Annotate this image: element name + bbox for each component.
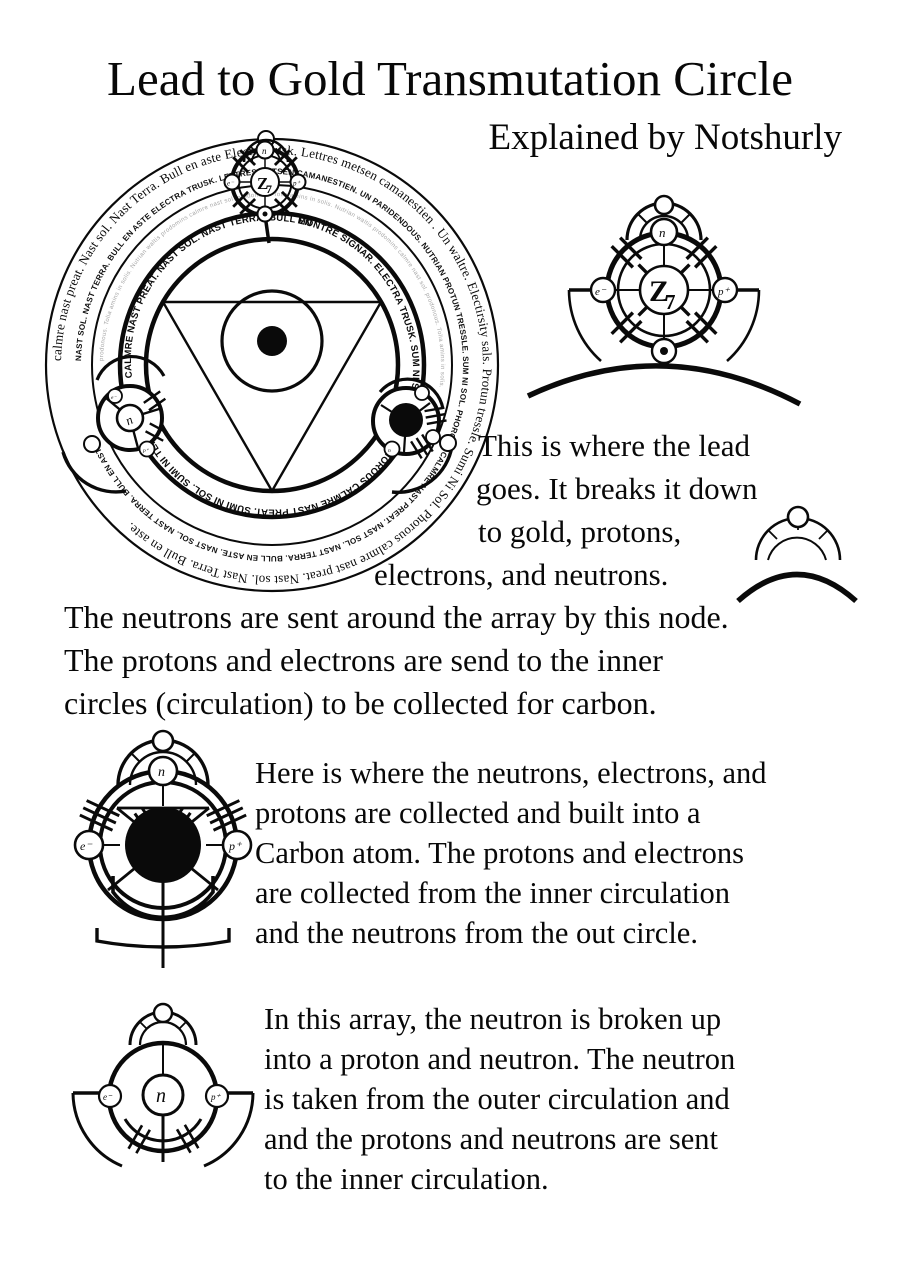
caption-splitter-node: In this array, the neutron is broken up …: [264, 999, 735, 1199]
br-port-1: [414, 385, 430, 401]
electron-label: e⁻: [227, 180, 235, 188]
crown-circle: [152, 1002, 174, 1024]
electron-label: e⁻: [80, 839, 93, 853]
paragraph-line: The neutrons are sent around the array b…: [64, 599, 729, 635]
proton-port: [204, 1083, 230, 1109]
electron-port: [73, 829, 105, 861]
splitter-core: [141, 1073, 185, 1117]
neutron-port: [147, 755, 179, 787]
bl-node-fan-icon: [95, 354, 166, 381]
paragraph-line: and the neutrons from the out circle.: [255, 916, 698, 950]
br-node-fan-icon: [378, 377, 445, 410]
bl-node-core: [115, 403, 145, 433]
central-dot: [257, 326, 287, 356]
paragraph-line: In this array, the neutron is broken up: [264, 1002, 722, 1036]
outer-circulation-arc: [526, 363, 802, 407]
central-circle: [220, 289, 324, 393]
paragraph-line: Carbon atom. The protons and electrons: [255, 836, 745, 870]
neutron-port: [255, 140, 275, 160]
inner-bracket: [111, 876, 215, 920]
z-glyph: Z: [649, 275, 669, 308]
caption-carbon-node: Here is where the neutrons, electrons, a…: [255, 753, 767, 953]
band-text-bottom: PHOROUS CALMRE NAST PREAT. SUMI NI SOL. …: [137, 421, 398, 518]
bl-ring-connector: [83, 435, 101, 453]
left-wing-arc: [71, 1092, 123, 1168]
br-port-2: [425, 429, 441, 445]
right-wing-arc: [726, 289, 761, 362]
transmutation-circle-diagram: calmre nast preat. Nast sol. Nast Terra.…: [44, 130, 500, 593]
right-wing-arc: [203, 1092, 255, 1168]
electron-label: e⁻: [103, 1092, 113, 1102]
neutron-port: [649, 217, 679, 247]
neutron-label: n: [156, 1085, 166, 1107]
proton-label: p⁺: [228, 839, 243, 853]
crown-circle: [151, 729, 175, 753]
electron-label: e⁻: [595, 286, 607, 298]
electron-port: [589, 276, 617, 304]
page-subtitle: Explained by Notshurly: [488, 117, 842, 158]
neutron-label: n: [262, 146, 267, 156]
neutron-label: n: [659, 225, 666, 240]
paragraph-line: Here is where the neutrons, electrons, a…: [255, 756, 767, 790]
caption-lead-line: This is where the lead: [478, 428, 751, 463]
central-triangle: [160, 300, 384, 494]
small-node-icon: [736, 505, 858, 604]
paragraph-line: is taken from the outer circulation and: [264, 1082, 730, 1116]
br-neutron-label: n: [388, 448, 391, 454]
z-glyph: Z: [257, 174, 268, 193]
carbon-node-diagram: n e⁻ p⁺: [73, 729, 253, 968]
band-inner-circle: [143, 236, 401, 494]
page-title: Lead to Gold Transmutation Circle: [107, 51, 793, 106]
bl-electron-label: e⁻: [111, 395, 117, 401]
seven-glyph: 7: [266, 182, 272, 196]
br-node-core-dot: [389, 403, 423, 437]
seven-glyph: 7: [665, 290, 676, 314]
bottom-left-node-splitter: n e⁻ p⁺: [61, 354, 168, 494]
lead-node-core: [638, 264, 690, 316]
proton-label: p⁺: [210, 1092, 222, 1102]
proton-port: [711, 276, 739, 304]
caption-neutron-node: The neutrons are sent around the array b…: [64, 596, 729, 725]
br-ring-connector: [439, 434, 457, 452]
electron-port: [97, 1083, 123, 1109]
paragraph-line: protons are collected and built into a: [255, 796, 701, 830]
top-node-core: [250, 167, 280, 197]
paragraph-line: and the protons and neutrons are sent: [264, 1122, 718, 1156]
top-node-electricity: Z 7 n e⁻ p⁺: [223, 130, 307, 244]
electron-port: [223, 173, 241, 191]
proton-port: [221, 829, 253, 861]
bl-electron-port: [107, 388, 123, 404]
proton-port: [289, 173, 307, 191]
caption-lead-line: goes. It breaks it down: [476, 471, 758, 506]
caption-lead-line: electrons, and neutrons.: [374, 557, 669, 592]
outer-ring-script: calmre nast preat. Nast sol. Nast Terra.…: [49, 142, 495, 588]
bottom-right-node-carbon: n: [371, 377, 457, 494]
br-node-wing: [391, 445, 454, 494]
outer-bracket: [95, 928, 231, 949]
splitter-node-diagram: n e⁻ p⁺: [71, 1002, 255, 1168]
caption-lead-line: to gold, protons,: [478, 514, 682, 549]
crown-circle: [653, 194, 675, 216]
bl-node-wing: [61, 451, 127, 494]
paragraph-line: to the inner circulation.: [264, 1162, 549, 1196]
lead-node-diagram: Z 7 n e⁻ p⁺: [526, 194, 802, 407]
paragraph-line: are collected from the inner circulation: [255, 876, 731, 910]
bl-proton-label: p⁺: [142, 448, 150, 454]
bl-proton-port: [138, 440, 156, 458]
small-icon-crown-circle: [786, 505, 810, 529]
small-icon-arc: [736, 571, 858, 604]
neutron-label: n: [158, 765, 165, 780]
paragraph-line: circles (circulation) to be collected fo…: [64, 685, 657, 721]
fan-inner-arc: [638, 214, 690, 241]
paragraph-line: The protons and electrons are send to th…: [64, 642, 663, 678]
br-port-3: [383, 440, 401, 458]
paragraph-line: into a proton and neutron. The neutron: [264, 1042, 736, 1076]
proton-label: p⁺: [292, 180, 302, 188]
left-wing-arc: [567, 289, 602, 362]
proton-label: p⁺: [717, 286, 731, 298]
